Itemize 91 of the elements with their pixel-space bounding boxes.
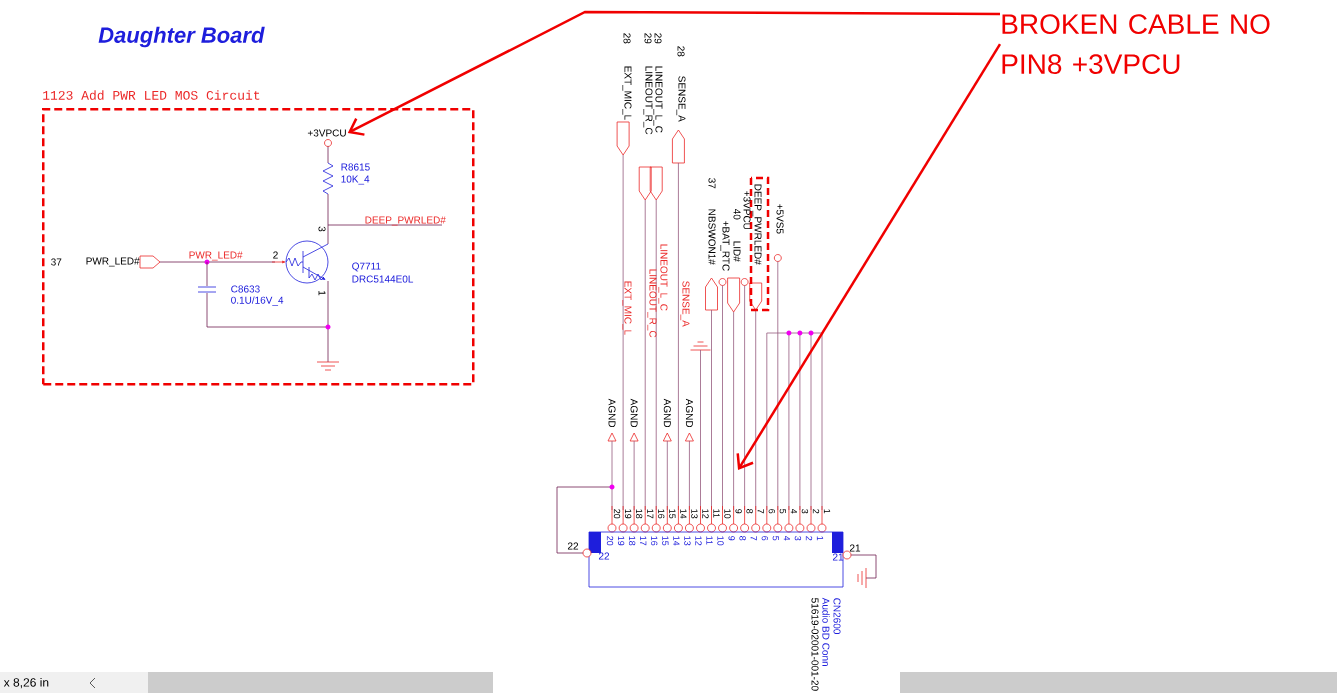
net-label: PWR_LED# xyxy=(189,251,243,261)
part-label: CN2600 xyxy=(833,598,841,634)
net-label: LINEOUT_L_C xyxy=(658,244,668,311)
pin-number: 5 xyxy=(772,536,779,541)
part-label: R8615 xyxy=(341,163,370,171)
pin-number: 6 xyxy=(761,536,768,541)
net-label: NBSWON1# xyxy=(708,209,716,265)
net-label: AGND xyxy=(685,398,693,428)
page-reference: 28 xyxy=(623,33,631,44)
net-label: EXT_MIC_L xyxy=(622,66,632,120)
net-label: LINEOUT_L_C xyxy=(653,66,663,133)
net-label: +5VS5 xyxy=(776,204,784,234)
net-label: PWR_LED# xyxy=(86,257,140,267)
pin-number: 7 xyxy=(750,536,757,541)
arrow xyxy=(736,43,1002,470)
pin-number: 11 xyxy=(706,536,713,545)
net-label: AGND xyxy=(608,398,616,428)
node-label: 1123 Add PWR LED MOS Circuit xyxy=(43,90,260,100)
net-label: LID# xyxy=(733,241,741,262)
net-label: DEEP_PWRLED# xyxy=(752,184,762,265)
pin-number: 8 xyxy=(746,509,753,514)
pin-number: 9 xyxy=(728,536,735,541)
pin-number: 4 xyxy=(783,535,790,541)
power-label: +3VPCU xyxy=(307,129,346,137)
pin-number: 21 xyxy=(832,553,844,561)
net-label: LINEOUT_R_C xyxy=(647,269,657,338)
pin-number: 1 xyxy=(318,291,326,296)
pin-number: 15 xyxy=(669,509,676,519)
pin-number: 5 xyxy=(779,509,786,514)
page-reference: 40 xyxy=(733,208,741,220)
pin-number: 18 xyxy=(635,509,643,519)
net-label: AGND xyxy=(630,398,638,428)
page-reference: 29 xyxy=(644,33,652,44)
page-reference: 37 xyxy=(708,178,716,189)
net-label: +3VPCU xyxy=(743,191,751,230)
pin-number: 10 xyxy=(724,509,731,519)
net-label: EXT_MIC_L xyxy=(622,281,632,335)
pin-number: 12 xyxy=(702,509,709,519)
pin-number: 16 xyxy=(651,536,658,546)
pin-number: 7 xyxy=(757,509,764,514)
pin-number: 20 xyxy=(606,536,614,546)
part-label: Q7711 xyxy=(352,262,381,272)
pin-number: 17 xyxy=(647,509,654,519)
pin-number: 2 xyxy=(812,509,820,514)
pin-number: 8 xyxy=(739,536,746,541)
pin-number: 14 xyxy=(673,536,680,546)
part-label: C8633 xyxy=(231,285,260,293)
title: Daughter Board xyxy=(98,26,265,48)
pin-number: 2 xyxy=(805,536,813,541)
page-reference: 29 xyxy=(654,33,662,44)
part-label: Audio BD Conn xyxy=(822,597,830,666)
pin-number: 17 xyxy=(640,536,647,546)
pin-number: 22 xyxy=(598,552,610,560)
pin-number: 3 xyxy=(801,509,809,514)
pin-number: 12 xyxy=(695,536,702,546)
pin-number: 1 xyxy=(823,509,831,514)
pin-number: 9 xyxy=(735,509,742,514)
pin-number: 21 xyxy=(849,544,861,552)
pin-number: 19 xyxy=(617,536,625,546)
page-reference: 37 xyxy=(51,258,62,266)
pin-number: 16 xyxy=(658,509,665,519)
part-label: 10K_4 xyxy=(341,175,370,185)
net-label: LINEOUT_R_C xyxy=(643,66,653,135)
pin-number: 2 xyxy=(273,251,278,259)
pin-number: 22 xyxy=(567,542,579,550)
pin-number: 15 xyxy=(662,536,669,546)
pin-number: 6 xyxy=(768,509,775,514)
pin-number: 13 xyxy=(691,509,698,519)
page-size-text: x 8,26 in xyxy=(3,677,49,689)
part-label: DRC5144E0L xyxy=(352,275,414,283)
net-label: SENSE_A xyxy=(680,281,690,327)
pin-number: 13 xyxy=(684,536,691,546)
pin-number: 18 xyxy=(628,536,636,546)
arrow xyxy=(347,10,1001,136)
net-label: DEEP_PWRLED# xyxy=(365,216,446,226)
pin-number: 14 xyxy=(680,509,687,519)
net-label: +BAT_RTC xyxy=(720,221,730,271)
part-label: 51619-02001-001-20 xyxy=(811,598,819,691)
pin-number: 20 xyxy=(613,509,621,519)
pin-number: 19 xyxy=(624,509,632,519)
pin-number: 3 xyxy=(318,226,326,232)
part-label: 0.1U/16V_4 xyxy=(231,296,284,306)
pin-number: 4 xyxy=(790,508,797,514)
page-reference: 28 xyxy=(677,46,685,57)
pin-number: 1 xyxy=(816,536,824,541)
pin-number: 11 xyxy=(713,509,720,518)
pin-number: 10 xyxy=(717,536,724,546)
annotation-text: BROKEN CABLE NO PIN8 +3VPCU xyxy=(1002,14,1270,74)
net-label: SENSE_A xyxy=(676,76,686,122)
pin-number: 3 xyxy=(794,536,802,541)
net-label: AGND xyxy=(663,398,671,428)
